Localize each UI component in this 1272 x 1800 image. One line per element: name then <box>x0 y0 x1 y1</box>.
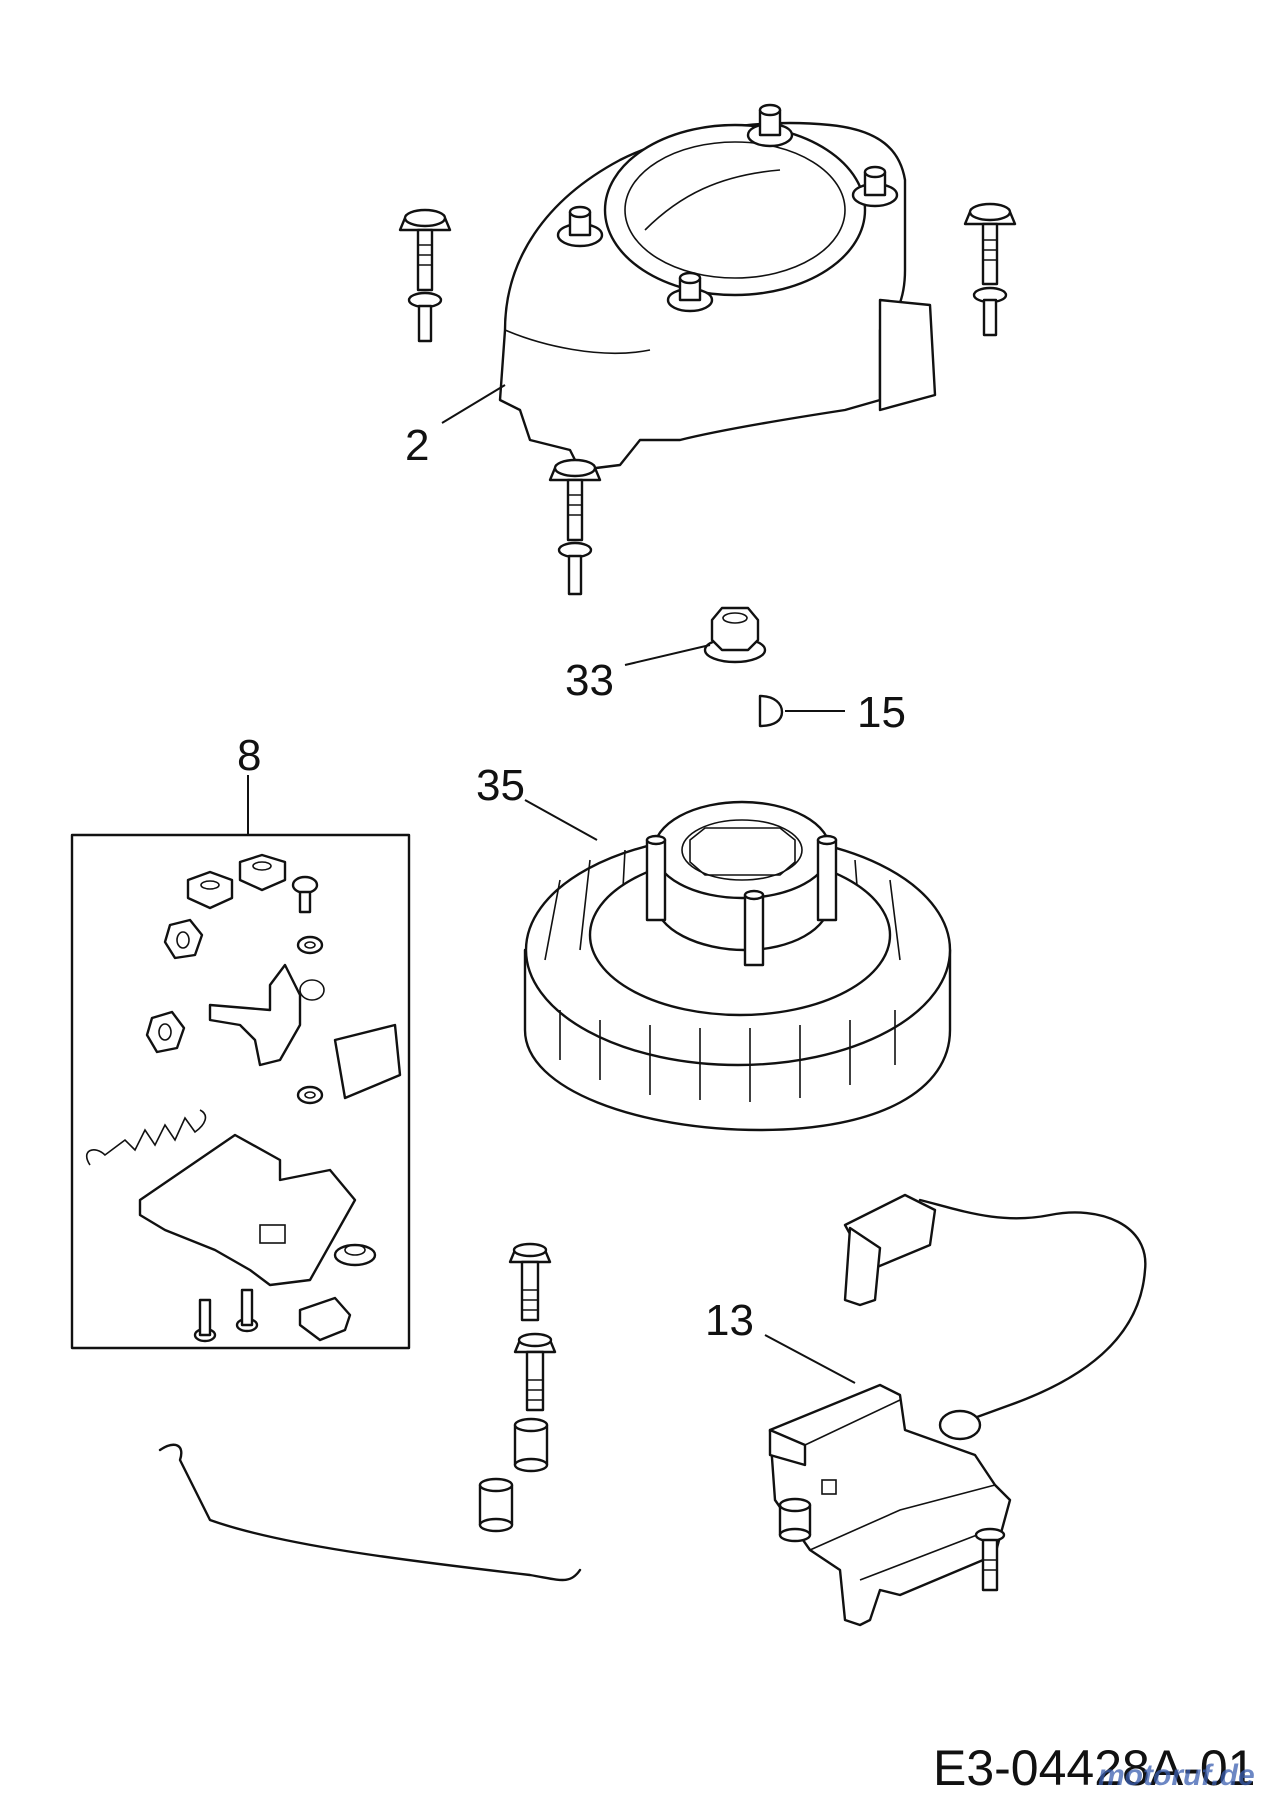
kit-washer-2 <box>296 1085 324 1105</box>
housing-bolt-left <box>398 208 452 343</box>
kit-flange-nut-5 <box>333 1243 377 1267</box>
leader-lines <box>247 384 856 1384</box>
kit-flange-nut-1 <box>238 853 287 892</box>
ignition-coil <box>768 1193 1147 1627</box>
callout-15: 15 <box>857 688 906 737</box>
governor-kit-box <box>70 833 411 1350</box>
kit-nut-4 <box>145 1010 186 1054</box>
callout-33: 33 <box>565 656 614 705</box>
callout-2: 2 <box>405 421 429 470</box>
housing-bolt-right <box>963 202 1017 337</box>
coil-spacer-3 <box>778 1497 812 1543</box>
kit-screw-2 <box>235 1288 259 1333</box>
kit-flange-nut-2 <box>186 870 234 910</box>
kit-block <box>333 1023 402 1100</box>
watermark-text: motoruf.de <box>1098 1759 1255 1792</box>
coil-spacer-2 <box>478 1477 514 1533</box>
housing-studs <box>556 103 899 313</box>
coil-bolt-2 <box>513 1332 557 1412</box>
coil-bolt-3 <box>974 1527 1006 1592</box>
flywheel <box>523 800 952 1132</box>
kit-switch <box>298 1296 352 1342</box>
coil-lead <box>843 1193 1147 1441</box>
kit-spring <box>85 1109 207 1166</box>
reference-code: E3-04428A-01 <box>933 1740 1255 1796</box>
callout-8: 8 <box>237 731 261 780</box>
callout-35: 35 <box>476 761 525 810</box>
flywheel-nut <box>703 606 767 664</box>
callout-13: 13 <box>705 1296 754 1345</box>
coil-spacer-1 <box>513 1417 549 1473</box>
stop-wire <box>158 1443 582 1582</box>
kit-washer-1 <box>296 935 324 955</box>
kit-bracket <box>138 1133 357 1287</box>
coil-bolt-1 <box>508 1242 552 1322</box>
housing-bolt-bottom <box>548 458 602 596</box>
kit-screw-1 <box>193 1298 217 1343</box>
flywheel-key <box>758 694 784 728</box>
kit-nut-3 <box>163 918 204 960</box>
kit-pin <box>291 875 319 914</box>
kit-governor-lever <box>208 963 325 1067</box>
